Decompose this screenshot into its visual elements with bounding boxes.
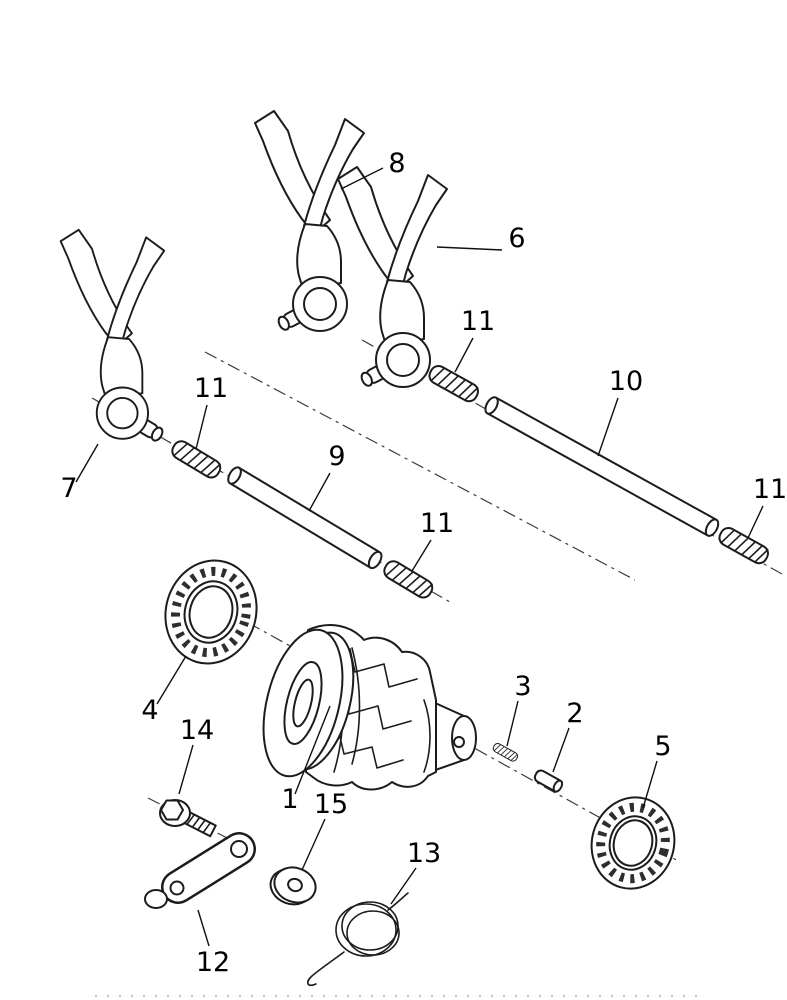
shift-fork-8 <box>254 110 365 333</box>
lever-hole <box>230 840 248 858</box>
detent-spring-11-left <box>168 437 225 482</box>
callout-5: 5 <box>654 731 671 762</box>
detent-spring-11-mid <box>380 557 437 602</box>
callout-8: 8 <box>388 148 405 179</box>
detent-spring-11-lower <box>715 524 772 568</box>
callout-1: 1 <box>281 784 298 815</box>
callout-15: 15 <box>314 789 348 820</box>
dowel-pin-2 <box>533 769 564 793</box>
leader-15 <box>301 818 326 871</box>
callout-11-mid: 11 <box>420 508 454 539</box>
washer-15 <box>269 866 317 906</box>
callout-13: 13 <box>407 838 441 869</box>
torsion-spring-13 <box>307 892 409 987</box>
leader-4 <box>156 655 187 705</box>
callout-11-upper: 11 <box>461 306 495 337</box>
callout-4: 4 <box>141 695 158 726</box>
guide-bar-9 <box>227 466 383 570</box>
shift-fork-6 <box>337 166 448 389</box>
callout-14: 14 <box>180 715 214 746</box>
callout-6: 6 <box>508 223 525 254</box>
leader-10 <box>597 397 619 457</box>
leader-7 <box>75 443 99 483</box>
leader-11-mid <box>411 539 432 572</box>
callout-11-left: 11 <box>194 373 228 404</box>
leader-lines <box>75 167 764 947</box>
bolt-hex-head <box>160 799 184 821</box>
callout-11-lower: 11 <box>753 474 787 505</box>
bearing-5 <box>590 796 676 890</box>
callout-2: 2 <box>566 698 583 729</box>
leader-2 <box>552 727 570 773</box>
lever-roller <box>144 889 168 909</box>
callout-7: 7 <box>60 473 77 504</box>
journal-hole <box>453 736 465 748</box>
leader-14 <box>178 744 194 795</box>
shift-fork-7 <box>59 228 166 444</box>
center-line <box>204 351 636 581</box>
callout-9: 9 <box>328 441 345 472</box>
leader-11-left <box>195 404 208 450</box>
leader-12 <box>197 909 210 947</box>
callout-12: 12 <box>196 947 230 978</box>
leader-8 <box>340 167 384 190</box>
leader-5 <box>642 760 658 809</box>
leader-1 <box>294 705 331 795</box>
leader-11-lower <box>747 505 764 539</box>
ball-ring <box>596 802 670 884</box>
guide-bar-10 <box>484 396 720 537</box>
callout-3: 3 <box>514 671 531 702</box>
detent-spring-11-upper <box>425 362 482 406</box>
leader-3 <box>506 700 519 747</box>
shift-cam-1 <box>262 624 477 791</box>
center-line <box>179 584 681 863</box>
callout-10: 10 <box>609 366 643 397</box>
leader-13 <box>390 867 417 905</box>
leader-6 <box>436 246 503 251</box>
leader-9 <box>308 472 331 512</box>
callout-labels: 8 6 11 10 11 9 7 11 11 4 1 3 2 5 14 15 1… <box>60 148 787 978</box>
bearing-4 <box>164 559 258 665</box>
spring-3 <box>491 741 520 764</box>
bolt-14 <box>159 799 217 838</box>
journal-end-face <box>451 715 477 761</box>
leader-11-upper <box>454 337 474 373</box>
shift-lever-12 <box>144 832 256 909</box>
